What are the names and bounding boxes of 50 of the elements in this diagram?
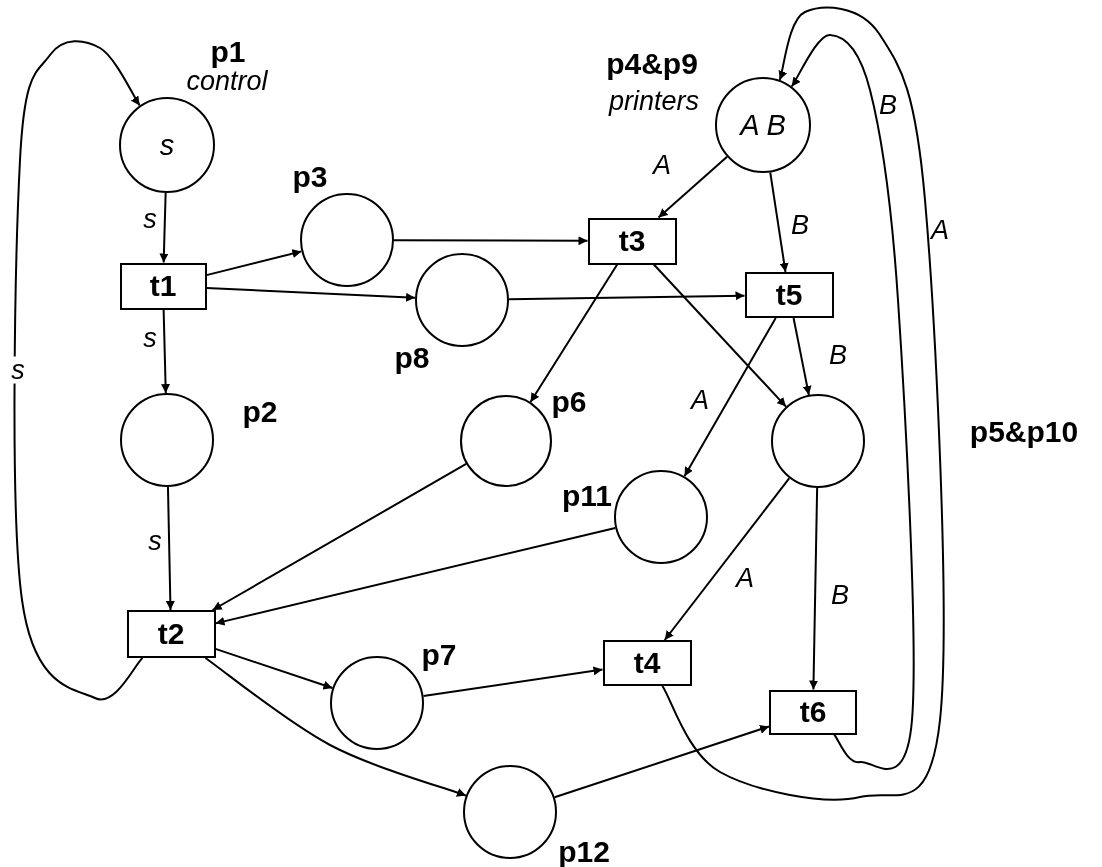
arrow <box>393 236 589 246</box>
place-label: p7 <box>421 640 457 670</box>
edge-label: s <box>10 356 26 384</box>
arrow <box>683 317 777 478</box>
place-label: p2 <box>242 397 278 427</box>
place-label: p3 <box>292 162 328 192</box>
transition-label: t1 <box>149 271 177 301</box>
place-label: p8 <box>394 343 430 373</box>
transition-label: t6 <box>799 697 827 727</box>
place-label: p4&p9 <box>606 49 698 79</box>
place-label: p1 <box>210 37 246 67</box>
place-description: control <box>186 67 268 95</box>
arrow <box>205 287 417 302</box>
arrow <box>790 34 915 770</box>
arrow <box>809 487 819 691</box>
transition-box <box>602 640 692 686</box>
arrow <box>652 263 787 408</box>
transition-box <box>769 689 857 735</box>
arrow <box>165 486 175 611</box>
transition-label: t5 <box>775 280 803 310</box>
place-label: p11 <box>562 481 612 511</box>
arrow <box>214 526 617 626</box>
arrow <box>211 462 468 611</box>
transition-box <box>587 217 677 265</box>
arrow <box>161 308 171 394</box>
transition-box <box>744 272 834 318</box>
arrow <box>508 291 746 301</box>
arrow <box>529 263 619 404</box>
arrow <box>769 171 789 273</box>
arrow <box>663 477 791 641</box>
arrow <box>422 666 604 698</box>
arrow <box>214 647 334 690</box>
arrow <box>204 657 467 797</box>
place-label: p6 <box>551 387 587 417</box>
transition-label: t2 <box>157 619 185 649</box>
transition-label: t4 <box>633 648 661 678</box>
place-description: printers <box>609 87 699 115</box>
arrow <box>661 6 945 801</box>
token-label: A B <box>740 110 786 140</box>
transition-box <box>119 262 207 310</box>
transition-box <box>126 610 216 658</box>
arrow <box>205 249 303 277</box>
token-label: s <box>159 130 175 160</box>
arrow <box>657 155 729 219</box>
place-label: p5&p10 <box>969 417 1079 447</box>
arrow <box>792 317 812 396</box>
arrow <box>13 40 144 701</box>
transition-label: t3 <box>618 226 646 256</box>
arrow <box>159 192 169 264</box>
arrow <box>553 725 770 799</box>
